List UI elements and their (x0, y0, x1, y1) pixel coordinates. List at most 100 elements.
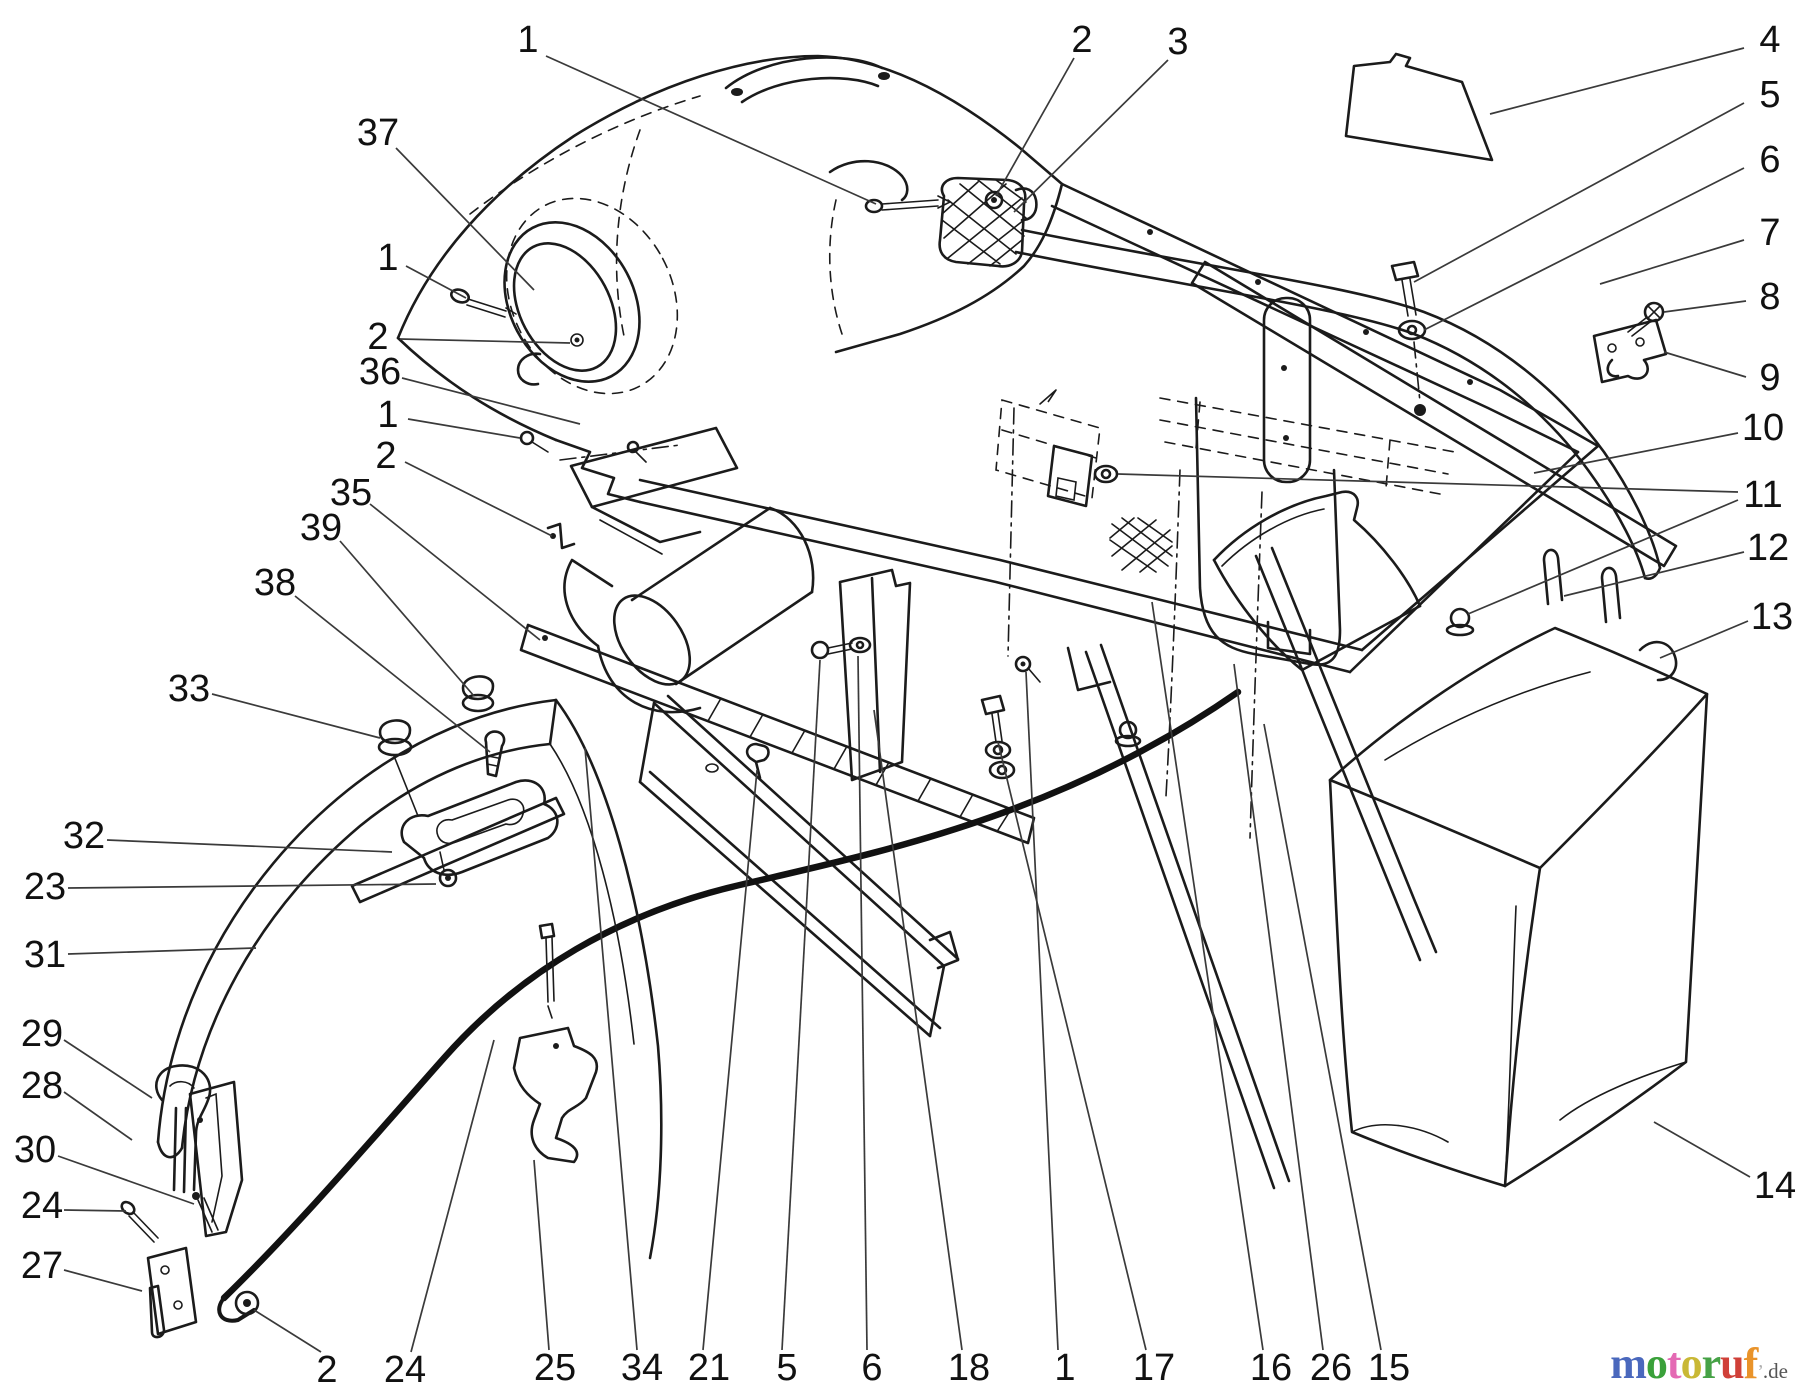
part-number-label: 32 (63, 815, 105, 857)
fender-31 (156, 698, 663, 1260)
callout-29: 29 (21, 1013, 153, 1099)
leader-line (857, 655, 868, 1351)
part-number-label: 15 (1368, 1347, 1410, 1389)
leader-line (1663, 351, 1747, 378)
callout-4: 4 (1489, 19, 1781, 115)
cover-plate-4 (1344, 52, 1494, 162)
leader-line (873, 709, 963, 1351)
callout-17: 17 (997, 741, 1175, 1389)
part-number-label: 30 (14, 1129, 56, 1171)
part-number-label: 37 (357, 112, 399, 154)
part-number-label: 3 (1167, 21, 1188, 63)
callout-33: 33 (168, 668, 381, 739)
part-number-label: 5 (776, 1347, 797, 1389)
leader-line (63, 1209, 127, 1212)
part-number-label: 8 (1759, 276, 1780, 318)
part-number-label: 26 (1310, 1347, 1352, 1389)
grille-assembly (828, 159, 1038, 268)
callout-2: 2 (367, 316, 571, 358)
callout-35: 35 (330, 472, 541, 641)
clip-and-bracket-parts (120, 1064, 260, 1339)
part-number-label: 23 (24, 866, 66, 908)
part-number-label: 25 (534, 1347, 576, 1389)
chute-side-plate (188, 1080, 244, 1238)
leader-line (253, 1309, 322, 1353)
part-number-label: 2 (316, 1349, 337, 1391)
logo-letter: u (1720, 1339, 1745, 1388)
callout-13: 13 (1659, 596, 1793, 659)
part-number-label: 2 (375, 435, 396, 477)
knobs-and-bar-32 (350, 675, 566, 904)
leader-line (1233, 663, 1324, 1351)
leader-line (1659, 620, 1749, 659)
part-number-label: 2 (1071, 19, 1092, 61)
part-number-label: 5 (1759, 74, 1780, 116)
part-number-label: 9 (1759, 357, 1780, 399)
leader-line (1467, 499, 1739, 615)
logo-letter: t (1666, 1339, 1682, 1388)
leader-line (1263, 723, 1382, 1351)
callout-2: 2 (995, 19, 1093, 197)
part-number-label: 6 (861, 1347, 882, 1389)
leader-line (67, 947, 257, 955)
callout-1: 1 (377, 394, 521, 439)
leader-line (1653, 1121, 1751, 1178)
bolt-17-stack (980, 655, 1041, 780)
callout-27: 27 (21, 1245, 143, 1292)
part-number-label: 21 (688, 1347, 730, 1389)
callout-2: 2 (375, 435, 553, 537)
leader-line (395, 147, 535, 291)
callout-38: 38 (254, 562, 491, 753)
leader-line (339, 540, 475, 697)
part-number-label: 1 (377, 237, 398, 279)
callout-24: 24 (384, 1039, 495, 1391)
part-number-label: 33 (168, 668, 210, 710)
logo-letter: o (1680, 1339, 1703, 1388)
callout-31: 31 (24, 934, 257, 976)
callout-3: 3 (1013, 21, 1189, 213)
callout-6: 6 (857, 655, 883, 1389)
body-deck (638, 182, 1600, 839)
leader-line (106, 839, 393, 853)
part-number-label: 28 (21, 1065, 63, 1107)
leader-line (1533, 432, 1739, 474)
part-number-label: 38 (254, 562, 296, 604)
leader-line (545, 55, 877, 205)
grass-bag (1328, 548, 1709, 1188)
hood-screw-hardware (449, 288, 517, 318)
logo-letter: o (1645, 1339, 1668, 1388)
callout-5: 5 (1413, 74, 1781, 283)
logo-letter: f (1743, 1339, 1759, 1388)
logo-letter: r (1701, 1339, 1722, 1388)
leader-line (1413, 102, 1745, 283)
callout-16: 16 (1151, 601, 1292, 1389)
leader-line (1663, 300, 1747, 313)
part-number-label: 7 (1759, 212, 1780, 254)
support-beam-35 (519, 623, 1036, 845)
part-number-label: 34 (621, 1347, 663, 1389)
callout-11: 11 (1117, 473, 1783, 615)
part-number-label: 4 (1759, 19, 1780, 61)
part-number-label: 1 (377, 394, 398, 436)
leader-line (404, 461, 553, 537)
leader-line (1563, 551, 1745, 597)
callout-10: 10 (1533, 407, 1784, 474)
logo-domain-suffix: .de (1762, 1359, 1788, 1383)
bag-support-rails (1014, 228, 1678, 1190)
leader-line (781, 659, 821, 1351)
part-number-label: 16 (1250, 1347, 1292, 1389)
callout-36: 36 (359, 351, 581, 425)
part-number-label: 14 (1754, 1165, 1796, 1207)
leader-line (401, 377, 581, 425)
channel-bracket-18 (810, 568, 912, 782)
leader-line (1151, 601, 1264, 1351)
part-number-label: 39 (300, 507, 342, 549)
callout-12: 12 (1563, 527, 1789, 597)
leader-line (533, 1159, 550, 1351)
callout-34: 34 (584, 747, 663, 1389)
leader-line (997, 741, 1147, 1351)
callout-28: 28 (21, 1065, 133, 1141)
part-number-label: 10 (1742, 407, 1784, 449)
